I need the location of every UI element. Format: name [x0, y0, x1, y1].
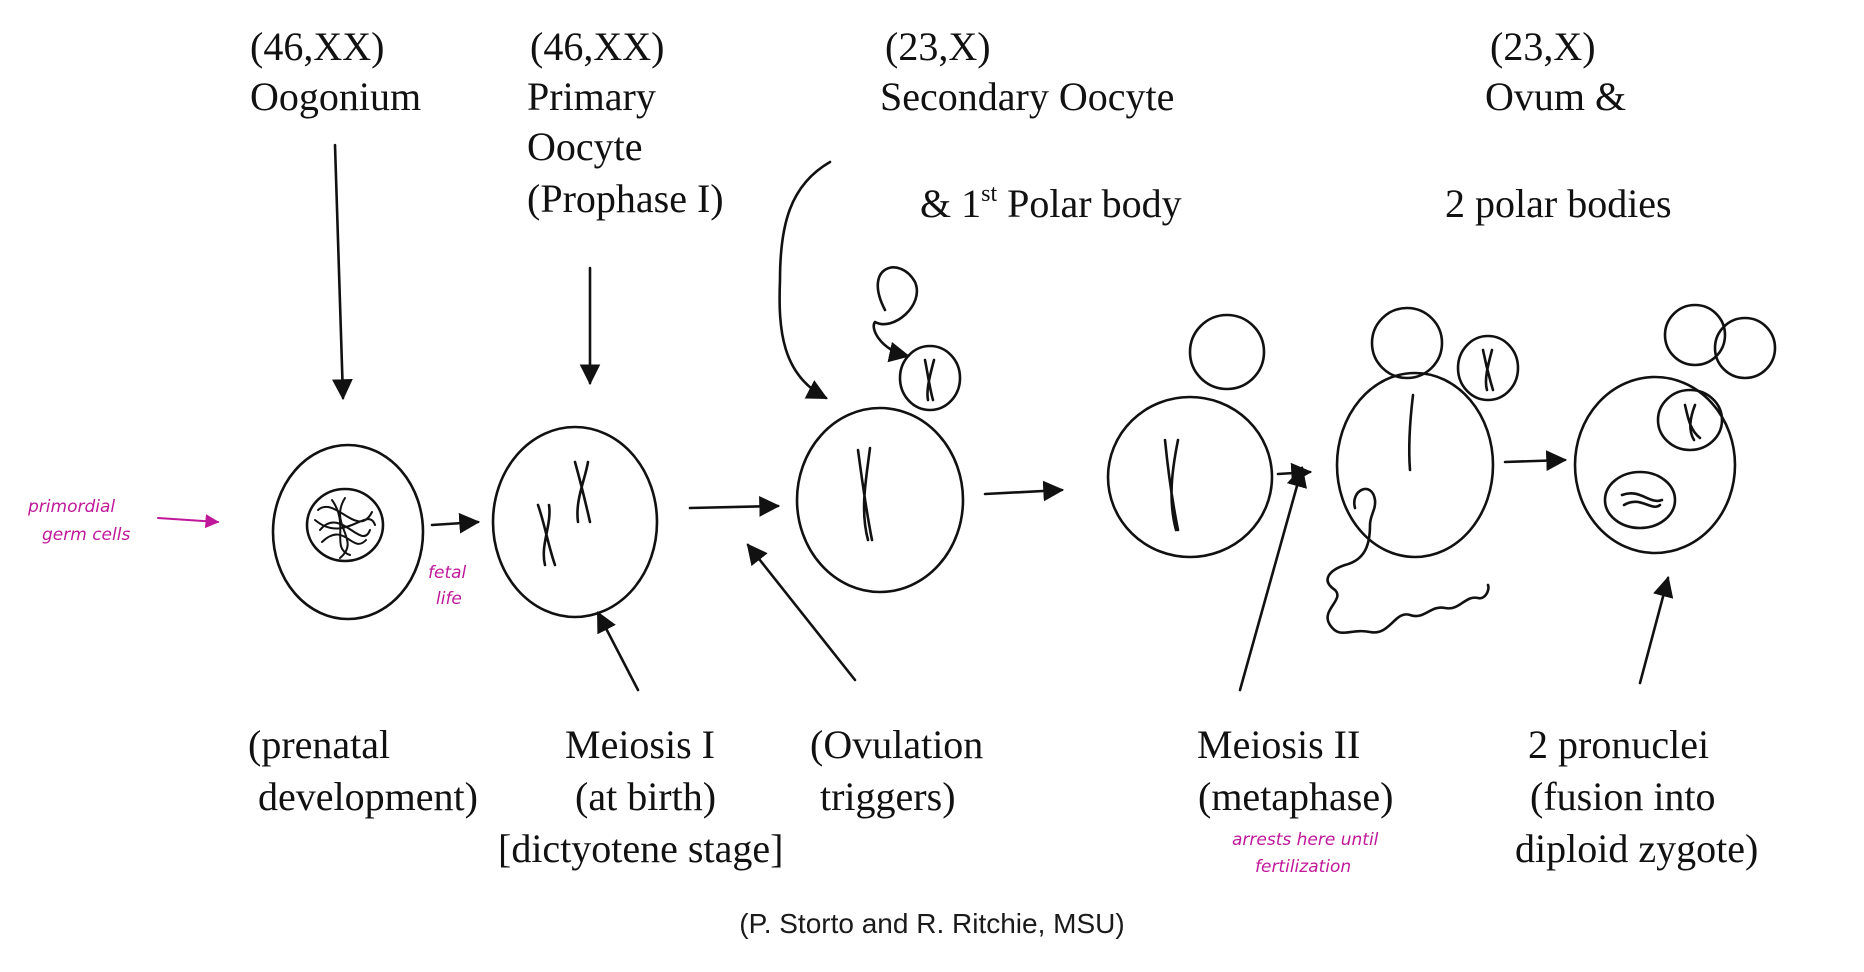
meiosis1-line3: [dictyotene stage]	[498, 826, 783, 871]
arrow-ovulation-up	[746, 543, 857, 682]
arrow-oogonium-down	[332, 143, 353, 401]
arrow-cell3-cell4	[983, 480, 1065, 502]
label-pronuclei: 2 pronuclei (fusion into diploid zygote)	[1515, 722, 1758, 871]
ovulation-line1: (Ovulation	[810, 722, 983, 767]
label-ovum: (23,X) Ovum & 2 polar bodies	[1445, 24, 1672, 226]
primary-oocyte-line2: Oocyte	[527, 124, 643, 169]
pronucleus-2-chromosome	[1620, 492, 1664, 508]
annotation-primordial: primordial germ cells	[27, 497, 220, 545]
oogonium-name: Oogonium	[250, 74, 421, 119]
arrests-line1: arrests here until	[1232, 830, 1379, 850]
primary-oocyte-line3: (Prophase I)	[527, 176, 724, 221]
meiosis1-line2: (at birth)	[575, 774, 716, 819]
primordial-line2: germ cells	[42, 525, 130, 545]
pronucleus-1	[1656, 388, 1724, 452]
zygote-membrane	[1573, 375, 1737, 555]
arrow-secondary-curve	[778, 160, 832, 400]
credit-text: (P. Storto and R. Ritchie, MSU)	[739, 908, 1124, 939]
arrow-cell2-cell3	[688, 496, 781, 517]
ovum-line1: Ovum &	[1485, 74, 1626, 119]
meiosis1-line1: Meiosis I	[565, 722, 715, 767]
meiosis2-line2: (metaphase)	[1198, 774, 1393, 819]
metaphase-chromosome	[1163, 438, 1180, 532]
arrow-pronuclei-up	[1638, 575, 1674, 685]
fetal-line1: fetal	[428, 563, 467, 583]
pronucleus-1-chromosome	[1683, 403, 1702, 442]
label-secondary-oocyte: (23,X) Secondary Oocyte & 1st Polar body	[880, 24, 1182, 226]
label-oogonium: (46,XX) Oogonium	[250, 24, 421, 119]
label-meiosis1: Meiosis I (at birth) [dictyotene stage]	[498, 722, 783, 871]
primary-oocyte-membrane	[491, 425, 659, 619]
primordial-line1: primordial	[27, 497, 115, 517]
primary-chromosome-1	[536, 503, 557, 567]
cell-primary-oocyte	[491, 425, 659, 619]
cell-metaphase-ii	[1106, 313, 1274, 559]
fetal-line2: life	[436, 589, 462, 609]
prenatal-line1: (prenatal	[248, 722, 390, 767]
label-primary-oocyte: (46,XX) Primary Oocyte (Prophase I)	[527, 24, 724, 221]
oogonium-membrane	[271, 443, 425, 621]
first-polar-body	[898, 344, 962, 412]
label-meiosis2: Meiosis II (metaphase)	[1197, 722, 1393, 819]
pronucleus-2	[1603, 470, 1677, 530]
polar-body-2-chromosome	[1481, 348, 1495, 392]
secondary-oocyte-line1: Secondary Oocyte	[880, 74, 1174, 119]
label-prenatal: (prenatal development)	[248, 722, 478, 819]
meiosis2-line1: Meiosis II	[1197, 722, 1360, 767]
arrow-cell5-cell6	[1503, 450, 1568, 472]
secondary-oocyte-line2: & 1st Polar body	[920, 181, 1182, 226]
metaphase-oocyte-membrane	[1106, 395, 1274, 559]
arrow-cell4-cell5	[1276, 462, 1313, 484]
zygote-polar-body-2	[1713, 316, 1777, 380]
oogonium-nucleus	[305, 487, 385, 563]
oogonium-karyotype: (46,XX)	[250, 24, 384, 69]
primary-oocyte-line1: Primary	[527, 74, 656, 119]
secondary-oocyte-karyotype: (23,X)	[885, 24, 991, 69]
secondary-oocyte-membrane	[795, 406, 965, 594]
arrow-cell1-cell2	[430, 512, 481, 534]
fertilized-oocyte-membrane	[1335, 371, 1495, 559]
ovulation-line2: triggers)	[820, 774, 956, 819]
arrow-meiosis1-up	[596, 611, 640, 692]
annotation-arrests: arrests here until fertilization	[1232, 830, 1379, 877]
prenatal-line2: development)	[258, 774, 478, 819]
fertilization-polar-body-2	[1456, 334, 1520, 402]
secondary-chromosome	[856, 446, 874, 542]
primordial-arrow	[157, 514, 220, 529]
pronuclei-line2: (fusion into	[1530, 774, 1716, 819]
pronuclei-line1: 2 pronuclei	[1528, 722, 1709, 767]
primary-chromosome-2	[573, 460, 592, 524]
primary-oocyte-karyotype: (46,XX)	[530, 24, 664, 69]
cell-oogonium	[271, 443, 425, 621]
ovum-karyotype: (23,X)	[1490, 24, 1596, 69]
sperm-tail	[1326, 487, 1490, 635]
arrow-polar-loop	[872, 266, 919, 363]
fertilization-polar-body-1	[1370, 306, 1444, 380]
zygote-polar-body-1	[1663, 303, 1727, 367]
annotation-fetal: fetal life	[428, 563, 467, 609]
cell-zygote	[1573, 303, 1777, 555]
cell-fertilization	[1326, 306, 1520, 635]
cell-secondary-oocyte	[795, 344, 965, 594]
metaphase-polar-body	[1188, 313, 1266, 391]
arrests-line2: fertilization	[1255, 857, 1351, 877]
label-ovulation: (Ovulation triggers)	[810, 722, 983, 819]
oogonium-chromatin	[314, 497, 376, 559]
fertilization-chromosome	[1407, 393, 1415, 472]
pronuclei-line3: diploid zygote)	[1515, 826, 1758, 871]
polar-body-chromosome	[923, 358, 936, 402]
ovum-line2: 2 polar bodies	[1445, 181, 1672, 226]
arrow-meiosis2-up	[1238, 465, 1307, 692]
